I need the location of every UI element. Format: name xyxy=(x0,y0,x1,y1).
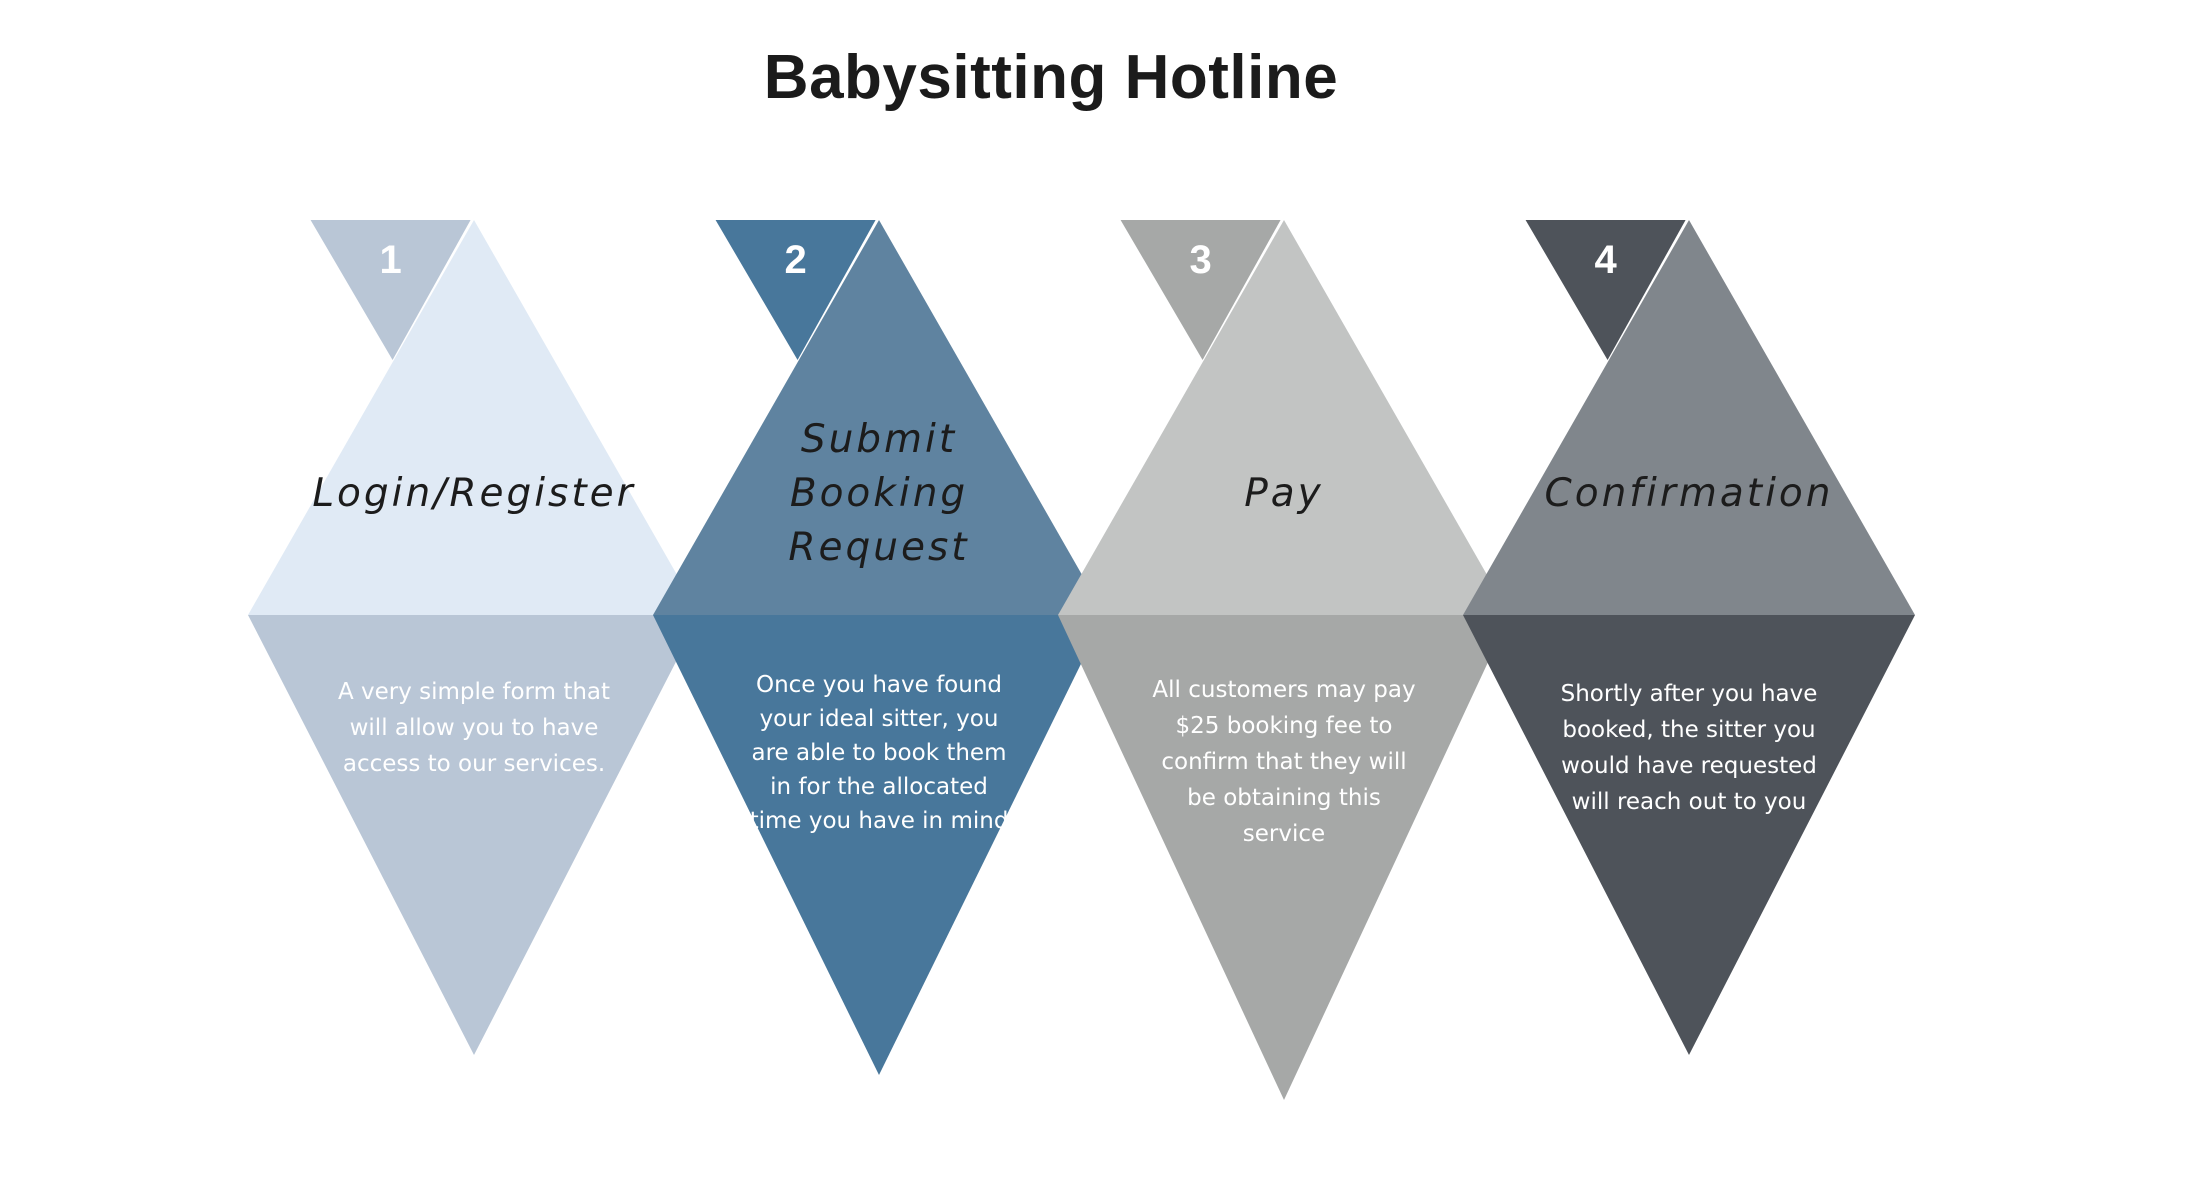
description-triangle xyxy=(248,615,700,1055)
step-title: Login/Register xyxy=(312,471,636,516)
step-number: 2 xyxy=(784,238,807,282)
step-title: Pay xyxy=(1244,471,1324,516)
page-title: Babysitting Hotline xyxy=(763,43,1339,112)
step-number: 1 xyxy=(379,238,402,282)
step-description: All customers may pay $25 booking fee to… xyxy=(1152,677,1416,847)
step-description: A very simple form that will allow you t… xyxy=(337,679,611,777)
step-title: Confirmation xyxy=(1544,471,1834,516)
step-number: 4 xyxy=(1594,238,1617,282)
step-number: 3 xyxy=(1189,238,1212,282)
number-tab xyxy=(715,220,876,360)
description-triangle xyxy=(1058,615,1510,1100)
step-title: Submit Booking Request xyxy=(788,417,970,570)
title-triangle xyxy=(1058,220,1510,615)
title-triangle xyxy=(248,220,700,615)
number-tab xyxy=(1525,220,1686,360)
description-triangle xyxy=(1463,615,1915,1055)
title-triangle xyxy=(1463,220,1915,615)
description-triangle xyxy=(653,615,1105,1075)
number-tab xyxy=(310,220,471,360)
title-triangle xyxy=(653,220,1105,615)
step-description: Once you have found your ideal sitter, y… xyxy=(749,672,1009,834)
number-tab xyxy=(1120,220,1281,360)
step-description: Shortly after you have booked, the sitte… xyxy=(1560,681,1818,815)
